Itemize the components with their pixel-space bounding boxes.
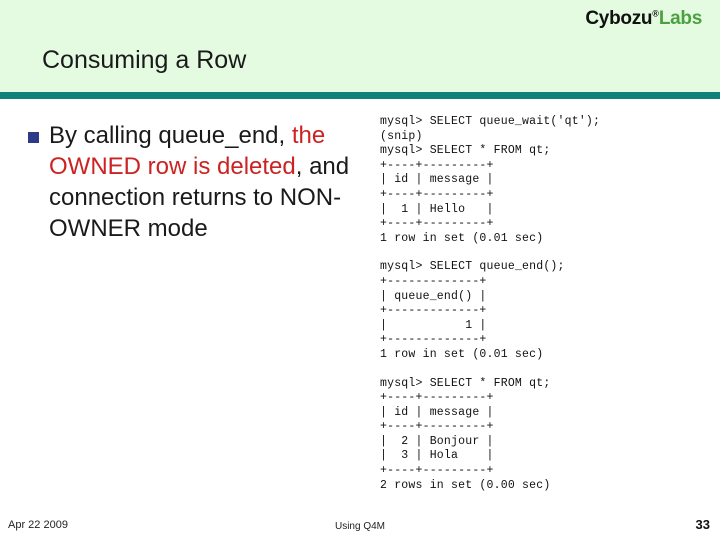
header-band (0, 0, 720, 92)
code-spacer (380, 246, 710, 260)
header-divider-rule (0, 92, 720, 99)
bullet-text-part-1: By calling queue_end, (49, 122, 292, 149)
logo-brand-text: Cybozu (585, 8, 653, 29)
bullet-text-highlighted: the OWNED row is deleted (49, 122, 326, 180)
bullet-text-part-3: , and connection returns to NON-OWNER mo… (49, 153, 350, 242)
page-number: 33 (695, 517, 710, 532)
logo-suffix-text: Labs (658, 8, 702, 29)
registered-trademark-icon: ® (652, 8, 659, 19)
bullet-item-label: By calling queue_end, the OWNED row is d… (49, 120, 374, 244)
code-block-select-after: mysql> SELECT * FROM qt; +----+---------… (380, 376, 551, 492)
code-spacer (380, 363, 710, 377)
code-block-queue-end: mysql> SELECT queue_end(); +------------… (380, 260, 565, 361)
bullet-list: By calling queue_end, the OWNED row is d… (28, 120, 374, 244)
footer-date: Apr 22 2009 (8, 519, 68, 531)
code-block-queue-wait: mysql> SELECT queue_wait('qt'); (snip) m… (380, 115, 601, 245)
bullet-square-icon (28, 132, 39, 143)
sql-console-output: mysql> SELECT queue_wait('qt'); (snip) m… (380, 115, 710, 493)
footer-title: Using Q4M (334, 521, 385, 532)
cybozu-labs-logo: Cybozu®Labs (585, 9, 702, 28)
list-item: By calling queue_end, the OWNED row is d… (28, 120, 374, 244)
page-title: Consuming a Row (42, 46, 247, 74)
